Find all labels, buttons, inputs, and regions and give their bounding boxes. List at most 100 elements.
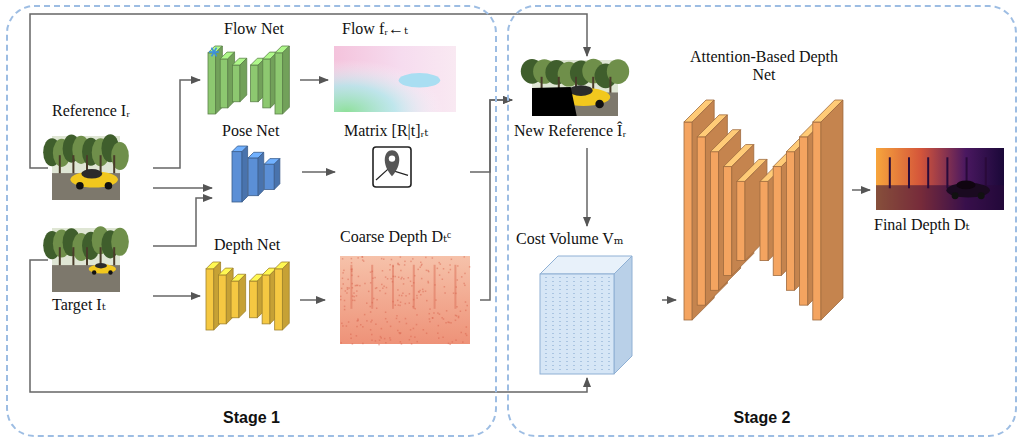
flow-arrow [153, 198, 212, 246]
depth-noise [397, 330, 399, 332]
depth-noise [416, 295, 418, 297]
depth-noise [340, 342, 342, 344]
depth-noise [437, 312, 439, 314]
car-wheel [978, 192, 985, 199]
depth-noise [456, 306, 458, 308]
depth-noise [348, 321, 350, 323]
node-label: Pose Net [222, 122, 279, 140]
depth-noise [372, 302, 374, 304]
photo-trunk [72, 247, 74, 266]
depth-noise [342, 325, 344, 327]
depth-noise [354, 300, 356, 302]
net-layer-front [760, 181, 768, 260]
depth-noise [455, 286, 457, 288]
depth-noise [400, 278, 402, 280]
depth-noise [455, 293, 457, 295]
depth-noise [444, 286, 446, 288]
depth-noise [347, 279, 349, 281]
figure-final [876, 148, 1004, 210]
depth-noise [442, 278, 444, 280]
node-label: Coarse Depth Dₜᶜ [340, 228, 451, 246]
depth-noise [428, 271, 430, 273]
photo-trunk [86, 247, 88, 266]
net-layer-front [275, 269, 283, 330]
depth-noise [410, 261, 412, 263]
depth-noise [410, 336, 412, 338]
depth-noise [351, 275, 353, 277]
depth-noise [398, 276, 400, 278]
figure-coarse [340, 256, 470, 344]
car-wheel [76, 182, 84, 190]
net-layer-front [786, 152, 794, 291]
depth-noise [455, 315, 457, 317]
net-layer-front [724, 167, 732, 276]
depth-noise [353, 296, 355, 298]
cube-grid [560, 277, 561, 371]
depth-noise [373, 298, 375, 300]
depth-noise [465, 333, 467, 335]
depth-noise [448, 272, 450, 274]
depth-noise [410, 329, 412, 331]
depth-noise [426, 333, 428, 335]
net-layer-front [800, 137, 808, 305]
depth-trunk [371, 265, 373, 309]
net-layer-front [219, 275, 227, 324]
depth-noise [446, 310, 448, 312]
figure-photo [52, 228, 120, 292]
depth-noise [352, 300, 354, 302]
flow-field [334, 46, 456, 112]
depth-noise [458, 317, 460, 319]
net-layer-front [275, 53, 283, 114]
net-layer-front [232, 65, 240, 102]
output-image: Final Depth Dₜ [870, 146, 1015, 244]
depth-noise [395, 276, 397, 278]
depth-noise [398, 332, 400, 334]
depth-noise [370, 329, 372, 331]
depth-noise [409, 339, 411, 341]
depth-noise [417, 269, 419, 271]
depth-noise [395, 304, 397, 306]
depth-noise [383, 258, 385, 260]
depth-noise [362, 259, 364, 261]
depth-noise [469, 266, 471, 268]
network-block: Pose Net [212, 120, 302, 208]
depth-noise [370, 271, 372, 273]
depth-noise [352, 295, 354, 297]
depth-noise [437, 268, 439, 270]
figure-cube [540, 256, 632, 374]
node-label: Attention-Based Depth Net [689, 48, 839, 84]
photo-trunk [59, 155, 61, 174]
photo-trunk [113, 247, 115, 266]
depth-trunk [350, 265, 352, 309]
depth-noise [464, 273, 466, 275]
depth-trunk [908, 157, 910, 188]
depth-noise [398, 304, 400, 306]
figure-net [208, 46, 294, 114]
depth-noise [341, 323, 343, 325]
depth-noise [381, 328, 383, 330]
depth-noise [455, 320, 457, 322]
depth-noise [466, 305, 468, 307]
net-layer-front [773, 167, 781, 276]
depth-noise [435, 299, 437, 301]
cube-grid [609, 277, 610, 371]
depth-noise [399, 305, 401, 307]
depth-noise [374, 277, 376, 279]
depth-noise [376, 308, 378, 310]
depth-noise [345, 290, 347, 292]
depth-noise [342, 272, 344, 274]
depth-noise [396, 315, 398, 317]
car-cabin [569, 85, 592, 96]
depth-noise [400, 301, 402, 303]
depth-noise [386, 287, 388, 289]
figure-flow [334, 46, 456, 112]
net-layer-side [239, 274, 246, 318]
depth-noise [348, 287, 350, 289]
depth-noise [362, 326, 364, 328]
net-layer-front [710, 152, 718, 291]
depth-noise [344, 306, 346, 308]
net-layer-side [258, 152, 264, 195]
depth-noise [462, 341, 464, 343]
mask-region [532, 87, 577, 116]
